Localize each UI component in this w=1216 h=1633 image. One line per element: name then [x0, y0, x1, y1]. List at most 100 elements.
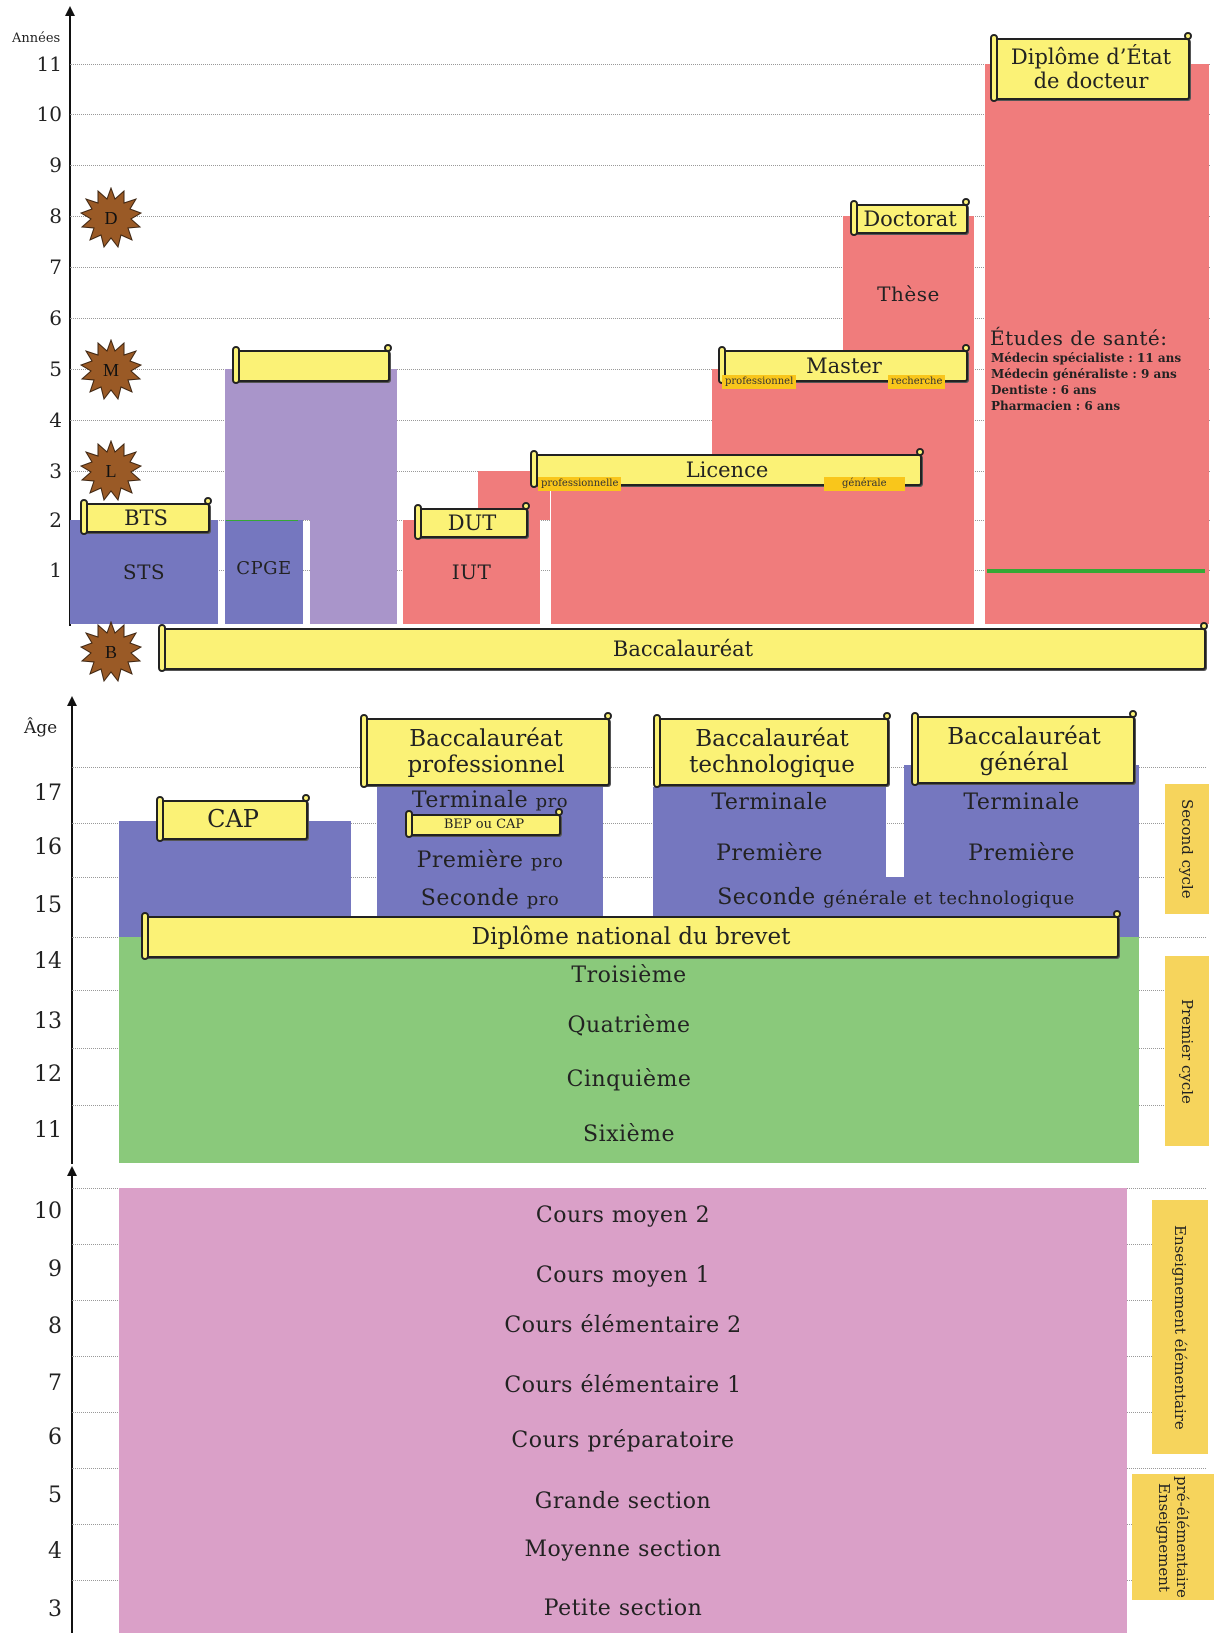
sante-block: [985, 64, 1209, 624]
sante-line: Médecin généraliste : 9 ans: [991, 367, 1177, 381]
elementaire-side: Enseignement élémentaire: [1152, 1200, 1208, 1454]
bep-scroll: BEP ou CAP: [405, 808, 563, 838]
tick-label: 8: [48, 1314, 62, 1339]
seconde-pro-text: Seconde: [420, 886, 520, 911]
cp-label: Cours préparatoire: [511, 1428, 735, 1453]
these-label: Thèse: [877, 282, 940, 306]
pro-suffix: pro: [526, 889, 560, 910]
tick-label: 3: [49, 459, 62, 483]
terminale-pro-label: Terminale pro: [377, 788, 603, 813]
baccalaureat-scroll: Baccalauréat: [158, 622, 1208, 672]
seconde-gt-label: Seconde générale et technologique: [653, 885, 1139, 910]
doctorat-scroll: Doctorat: [850, 198, 970, 236]
iut-label: IUT: [451, 560, 492, 584]
bts-scroll: BTS: [80, 497, 212, 535]
middle-y-axis: [71, 704, 73, 1164]
tick-label: 6: [49, 306, 62, 330]
star-d-icon: D: [80, 187, 142, 249]
diplome-line-2: de docteur: [1033, 69, 1149, 93]
tick-label: 17: [34, 781, 62, 806]
tick-label: 13: [34, 1009, 62, 1034]
top-axis-arrow: [65, 6, 75, 16]
star-m-letter: M: [103, 360, 119, 380]
bac-pro-line-1: Baccalauréat: [409, 725, 563, 752]
doctorat-block: [843, 216, 974, 369]
cm2-label: Cours moyen 2: [535, 1203, 711, 1228]
sante-line: Dentiste : 6 ans: [991, 383, 1097, 397]
sante-line: Médecin spécialiste : 11 ans: [991, 351, 1182, 365]
star-m-icon: M: [80, 339, 142, 401]
tick-label: 14: [34, 949, 62, 974]
gs-label: Grande section: [534, 1489, 712, 1514]
bottom-axis-arrow: [67, 1166, 77, 1176]
pro-suffix: pro: [535, 791, 569, 812]
bac-techno-block: [653, 787, 886, 877]
gridline: [70, 216, 1210, 217]
pro-suffix: pro: [530, 851, 564, 872]
tick-label: 4: [49, 408, 62, 432]
gridline: [70, 420, 1210, 421]
tick-label: 4: [48, 1539, 62, 1564]
brevet-scroll: Diplôme national du brevet: [141, 910, 1121, 960]
gridline: [72, 823, 1206, 824]
cpge-block: [225, 520, 303, 624]
gridline: [70, 369, 1210, 370]
gridline: [70, 114, 1210, 115]
dut-scroll: DUT: [414, 502, 530, 540]
premiere-gen-label: Première: [968, 841, 1075, 866]
sixieme-label: Sixième: [583, 1122, 675, 1147]
diplome-docteur-scroll: Diplôme d’État de docteur: [990, 32, 1192, 102]
cpge-scroll: [232, 344, 392, 384]
cinquieme-label: Cinquième: [566, 1067, 692, 1092]
premier-cycle-text: Premier cycle: [1178, 998, 1196, 1104]
bac-gen-line-1: Baccalauréat: [947, 723, 1101, 750]
ps-label: Petite section: [543, 1596, 703, 1621]
tick-label: 10: [36, 102, 62, 126]
cm1-label: Cours moyen 1: [535, 1263, 711, 1288]
cap-scroll: CAP: [156, 794, 310, 842]
diplome-line-1: Diplôme d’État: [1010, 44, 1172, 69]
terminale-pro-text: Terminale: [411, 788, 529, 813]
tick-label: 9: [49, 153, 62, 177]
seconde-gt-text: Seconde: [717, 885, 816, 910]
licence-pro-tag: professionnelle: [538, 477, 622, 491]
premier-cycle-side: Premier cycle: [1165, 956, 1209, 1146]
star-d-letter: D: [105, 208, 118, 228]
terminale-techno-label: Terminale: [711, 790, 828, 815]
seconde-pro-label: Seconde pro: [377, 886, 603, 911]
bac-techno-line-2: technologique: [689, 752, 855, 778]
tick-label: 7: [49, 255, 62, 279]
sante-line: Pharmacien : 6 ans: [991, 399, 1121, 413]
tick-label: 15: [34, 893, 62, 918]
licence-block: [551, 471, 974, 624]
tick-label: 16: [34, 835, 62, 860]
ce1-label: Cours élémentaire 1: [504, 1373, 742, 1398]
elementaire-text: Enseignement élémentaire: [1171, 1224, 1189, 1430]
top-y-axis: [69, 14, 71, 626]
star-l-icon: L: [80, 440, 142, 502]
premiere-techno-label: Première: [716, 841, 823, 866]
gridline: [70, 165, 1210, 166]
premiere-pro-label: Première pro: [377, 848, 603, 873]
tick-label: 3: [48, 1597, 62, 1622]
bottom-y-axis: [71, 1176, 73, 1633]
terminale-gen-label: Terminale: [963, 790, 1080, 815]
sts-block: [70, 520, 218, 624]
tick-label: 10: [34, 1199, 62, 1224]
tick-label: 7: [48, 1371, 62, 1396]
bac-pro-block: [377, 787, 603, 937]
bac-pro-line-2: professionnel: [407, 752, 565, 778]
tick-label: 5: [49, 357, 62, 381]
tick-label: 11: [34, 1118, 62, 1143]
gridline: [70, 64, 1210, 65]
troisieme-label: Troisième: [571, 963, 687, 988]
top-axis-title: Années: [12, 31, 61, 46]
second-cycle-side: Second cycle: [1165, 784, 1209, 914]
star-b-icon: B: [80, 621, 142, 683]
bac-pro-scroll: Baccalauréat professionnel: [360, 712, 612, 788]
seconde-gt-suffix: générale et technologique: [823, 888, 1075, 909]
tick-label: 1: [49, 558, 62, 582]
middle-axis-title: Âge: [24, 718, 58, 738]
tick-label: 8: [49, 204, 62, 228]
tick-label: 5: [48, 1483, 62, 1508]
